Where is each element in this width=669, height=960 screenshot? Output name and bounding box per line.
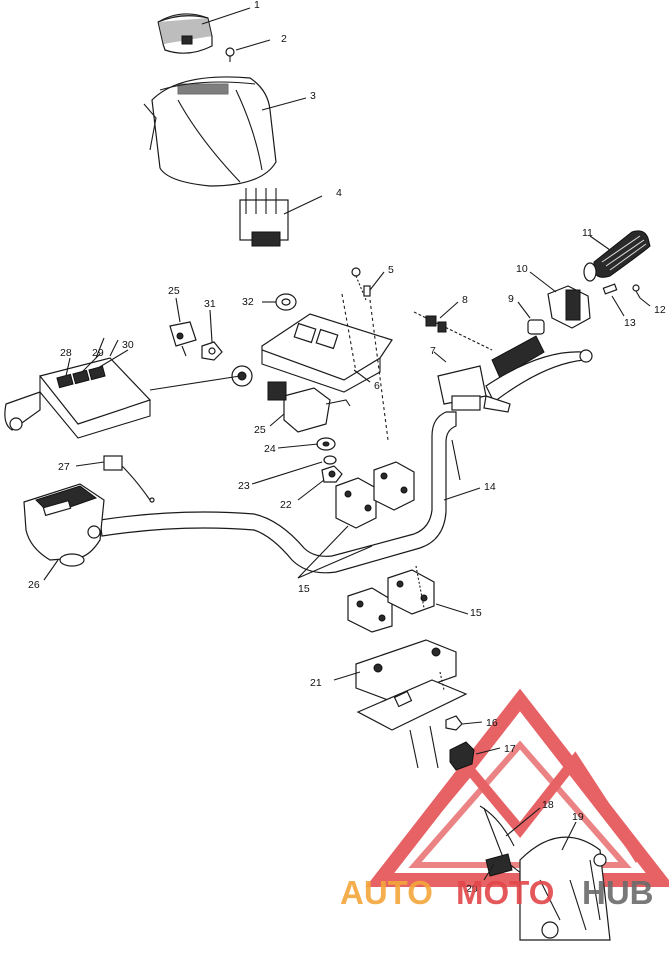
callout-2: 2 (281, 33, 287, 45)
callout-14: 14 (484, 481, 496, 493)
part-6-bracket-plate (231, 293, 393, 441)
part-5-bolt (351, 267, 371, 301)
watermark-word-auto: AUTO (340, 874, 433, 911)
callout-24: 24 (264, 443, 276, 455)
callout-13: 13 (624, 317, 636, 329)
callout-21: 21 (310, 677, 322, 689)
watermark-word-moto: MOTO (456, 874, 554, 911)
watermark-logo-triangle (365, 688, 669, 887)
part-17-clamp-block (449, 741, 475, 771)
part-31-nut (201, 341, 223, 361)
callout-25a: 25 (168, 285, 180, 297)
watermark-word-hub: HUB (582, 874, 654, 911)
callout-28: 28 (60, 347, 72, 359)
part-9-bushing (527, 319, 545, 335)
part-12-screw (632, 284, 641, 299)
part-16-nut (445, 715, 463, 731)
part-13-screw (602, 283, 618, 295)
callout-31: 31 (204, 298, 216, 310)
part-26-left-switch-housing (23, 483, 105, 567)
callout-30: 30 (122, 339, 134, 351)
callout-16: 16 (486, 717, 498, 729)
callout-7: 7 (430, 345, 436, 357)
callout-18: 18 (542, 799, 554, 811)
part-2-screw (225, 47, 235, 62)
callout-8: 8 (462, 294, 468, 306)
part-15-upper-clamp-left (335, 477, 377, 529)
callout-20: 20 (466, 883, 478, 895)
part-10-throttle-housing (547, 285, 591, 329)
part-15-lower-clamps (347, 565, 435, 633)
callout-15b: 15 (470, 607, 482, 619)
callout-19: 19 (572, 811, 584, 823)
callout-23: 23 (238, 480, 250, 492)
part-14-handlebar (99, 411, 461, 574)
part-8-clamp-screw (413, 311, 493, 351)
part-11-grip (583, 230, 651, 282)
callout-12: 12 (654, 304, 666, 316)
part-27-connector (103, 455, 155, 503)
callout-4: 4 (336, 187, 342, 199)
part-23-washer (323, 455, 337, 465)
watermark-logo-text: AUTO MOTO HUB (340, 874, 654, 911)
callout-10: 10 (516, 263, 528, 275)
callout-15a: 15 (298, 583, 310, 595)
callout-9: 9 (508, 293, 514, 305)
callout-32: 32 (242, 296, 254, 308)
callout-17: 17 (504, 743, 516, 755)
callout-25b: 25 (254, 424, 266, 436)
part-22-nut (321, 465, 343, 483)
part-15-upper-clamp-right (373, 461, 415, 511)
leader-lines (43, 7, 651, 881)
part-7-brake-lever (437, 335, 593, 413)
part-24-washer (316, 437, 336, 451)
part-25-switch-upper (169, 321, 197, 357)
part-25-switch-lower (267, 381, 351, 433)
callout-11: 11 (582, 227, 593, 239)
part-32-ring (275, 293, 297, 311)
callout-29: 29 (92, 347, 104, 359)
callout-26: 26 (28, 579, 40, 591)
callout-5: 5 (388, 264, 394, 276)
part-3-headlight-pod (143, 76, 277, 187)
callout-27: 27 (58, 461, 70, 473)
part-21-riser-block (355, 639, 468, 769)
callout-22: 22 (280, 499, 292, 511)
callout-6: 6 (374, 380, 380, 392)
part-18-19-20-lower-assembly (479, 805, 611, 941)
part-1-gauge-cap (157, 13, 213, 54)
part-4-switch-connector (239, 188, 289, 247)
callout-labels: 1 2 3 4 5 6 7 8 9 10 11 12 13 14 15 15 1… (28, 0, 666, 895)
callout-1: 1 (254, 0, 260, 11)
callout-3: 3 (310, 90, 316, 102)
part-28-29-30-switch-panel (4, 337, 152, 439)
